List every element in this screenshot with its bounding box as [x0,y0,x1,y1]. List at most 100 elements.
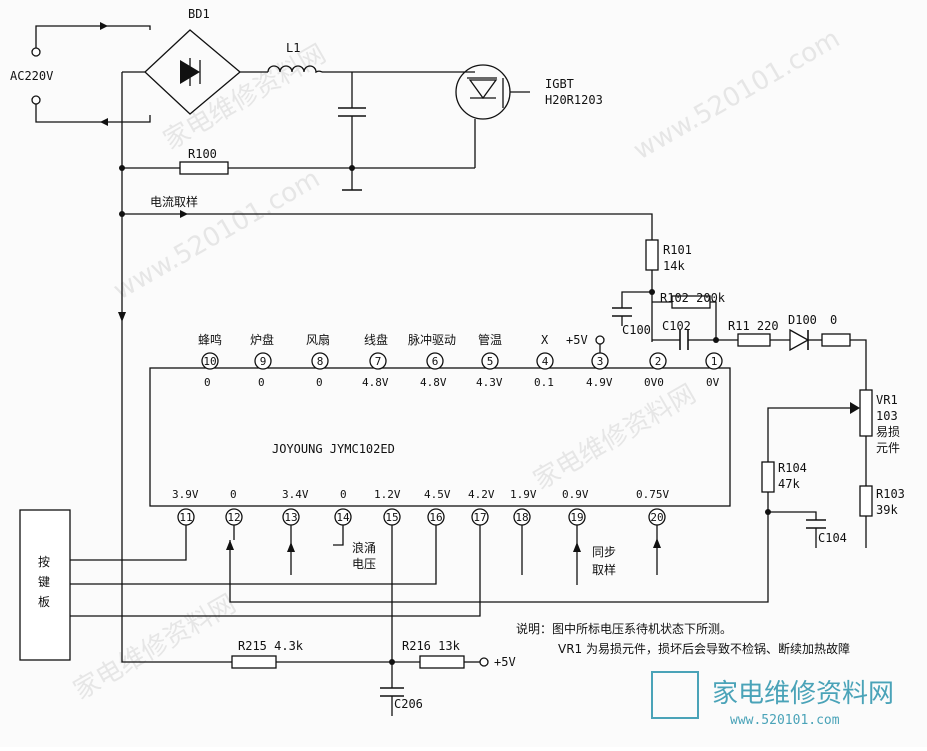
resistor-r101 [645,239,659,271]
r103-label: R103 [876,487,905,501]
l1-label: L1 [286,41,300,55]
igbt-part: H20R1203 [545,93,603,107]
potentiometer-vr1 [859,389,873,437]
ic-pin-voltage: 4.8V [362,376,389,389]
r101-label: R101 [663,243,692,257]
ic-pin-number: 19 [570,511,583,524]
watermark-text: 家电维修资料网 [529,379,702,496]
c100-label: C100 [622,323,651,337]
ic-pin-voltage: 4.3V [476,376,503,389]
ic-pin-voltage: 4.2V [468,488,495,501]
resistor-r215 [231,655,277,669]
ic-pin-number: 12 [227,511,240,524]
ic-pin-number: 15 [385,511,398,524]
ic-pin-voltage: 0.1 [534,376,554,389]
ic-top-pins: 10 蜂鸣 0 9 炉盘 0 8 风扇 0 7 线盘 4.8V 6 脉冲驱动 4… [198,332,723,389]
inductor-l1 [267,65,323,74]
ic-pin-circle [705,352,723,370]
ic-pin-label: 线盘 [364,332,388,347]
ic-pin-voltage: 0 [340,488,347,501]
watermark-text: 家电维修资料网 [159,39,332,156]
ic-pin-number: 1 [711,355,718,368]
r104-value: 47k [778,477,800,491]
ic-pin-number: 8 [317,355,324,368]
bd1-label: BD1 [188,7,210,21]
plus5v-bottom-label: +5V [494,655,516,669]
ic-pin-voltage: 3.9V [172,488,199,501]
ic-pin-circle [481,352,499,370]
vr1-note-2: 元件 [876,441,900,455]
ic-pin-number: 4 [542,355,549,368]
vr1-value: 103 [876,409,898,423]
ic-pin-label: 炉盘 [250,332,274,347]
ic-pin-label: +5V [566,333,588,347]
ic-pin-number: 7 [375,355,382,368]
ic-pin-number: 20 [650,511,663,524]
logo-url: www.520101.com [730,713,840,728]
logo-text: 家电维修资料网 [712,679,894,709]
ic-pin-label: 脉冲驱动 [408,332,456,347]
watermark-url: www.520101.com [629,24,846,166]
r11-label: R11 220 [728,319,779,333]
ic-pin-voltage: 0V [706,376,720,389]
ac-input: AC220V [10,22,151,126]
resistor-r11 [737,333,771,347]
note-line-1: 说明：图中所标电压系待机状态下所测。 [516,621,732,636]
ic-pin-label: X [541,333,549,347]
igbt: IGBT H20R1203 [455,64,603,120]
ic-pin-number: 3 [597,355,604,368]
r100-label: R100 [188,147,217,161]
ic-pin-voltage: 0 [204,376,211,389]
ic-pin-number: 11 [179,511,192,524]
sync-label-1: 同步 [592,545,616,559]
ic-pin-circle [254,352,272,370]
resistor-r104 [761,461,775,493]
resistor-r103 [859,485,873,517]
ic-pin-voltage: 4.9V [586,376,613,389]
ic-pin-number: 18 [515,511,528,524]
surge-label-1: 浪涌 [352,540,376,555]
ic-pin-circle [311,352,329,370]
r102-label: R102 200k [660,291,726,305]
r101-value: 14k [663,259,685,273]
ic-pin-voltage: 0.9V [562,488,589,501]
r215-label: R215 4.3k [238,639,304,653]
ic-pin-number: 17 [473,511,486,524]
ac-terminal-top [31,47,41,57]
c102-label: C102 [662,319,691,333]
r104-label: R104 [778,461,807,475]
bridge-rectifier-bd1: BD1 [144,7,242,115]
ac-terminal-bottom [31,95,41,105]
ic-pin-circle [649,352,667,370]
keyboard-block [19,509,71,661]
ic-pin-number: 10 [203,355,216,368]
resistor-r100 [179,161,229,175]
ic-pin-number: 14 [336,511,350,524]
c206-label: C206 [394,697,423,711]
vr1-note-1: 易损 [876,425,900,439]
resistor-r216 [419,655,465,669]
ic-pin-voltage: 0 [316,376,323,389]
keyboard-char: 键 [38,575,50,589]
ic-pin-voltage: 0 [230,488,237,501]
ic-pin-voltage: 0.75V [636,488,669,501]
sync-label-2: 取样 [592,562,616,577]
ic-pin-label: 风扇 [306,332,330,347]
watermark-text: 家电维修资料网 [69,589,242,706]
ic-pin-voltage: 0V0 [644,376,664,389]
igbt-label: IGBT [545,77,574,91]
ic-pin-voltage: 3.4V [282,488,309,501]
watermark-layer: 家电维修资料网 www.520101.com 家电维修资料网 www.52010… [69,24,846,706]
ic-pin-label: 管温 [478,332,502,347]
ic-pin-voltage: 1.9V [510,488,537,501]
ic-pin-circle [426,352,444,370]
ic-pin-number: 2 [655,355,662,368]
ic-pin-number: 6 [432,355,439,368]
ac-label: AC220V [10,69,53,83]
ic-pin-label: 蜂鸣 [198,332,222,347]
ic-pin-number: 16 [429,511,442,524]
ic-pin-circle [201,352,219,370]
vr1-label: VR1 [876,393,898,407]
